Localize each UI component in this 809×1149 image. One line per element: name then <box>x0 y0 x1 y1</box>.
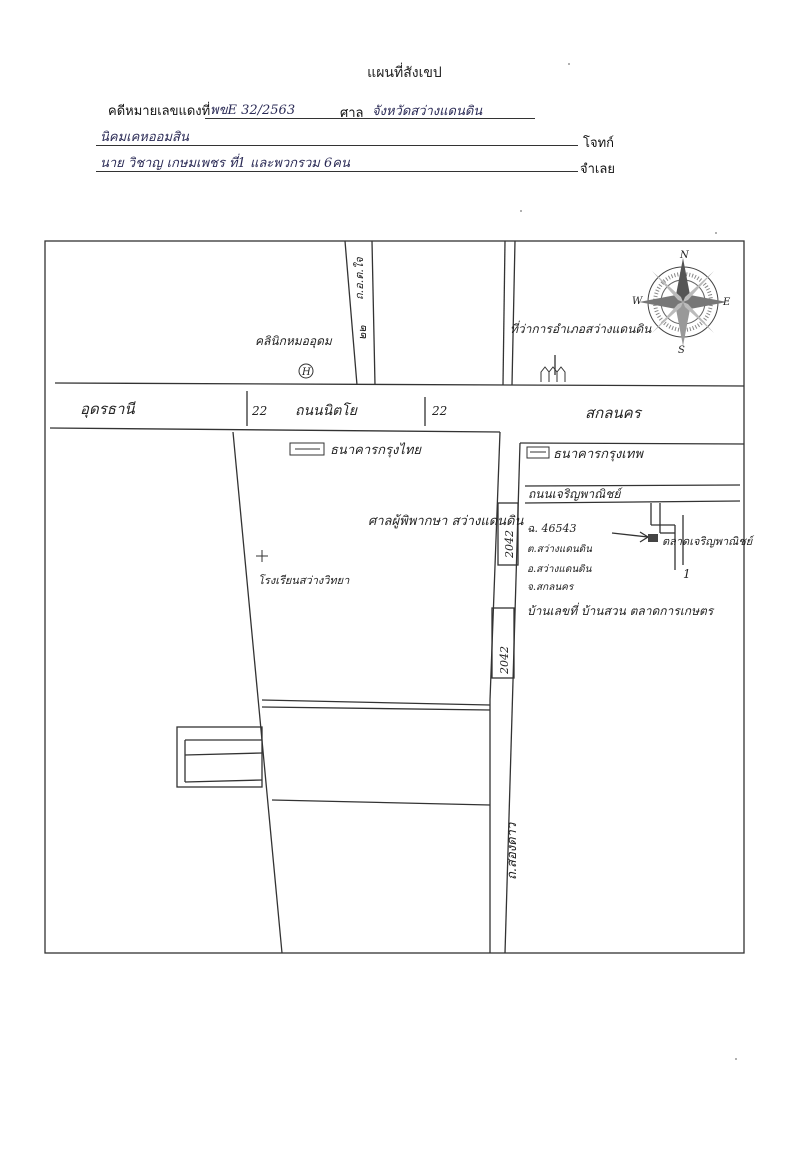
side-road-east-edge <box>371 240 376 386</box>
highway-number-east: 22 <box>431 404 447 418</box>
compass-north-label: N <box>679 250 690 261</box>
side-road-north-num: ๒๒ <box>356 325 369 340</box>
property-marker <box>648 534 658 542</box>
compass-rose-icon <box>639 258 727 346</box>
compass-south-label: S <box>678 345 685 356</box>
plaintiff-underline <box>96 145 578 146</box>
district-office-icon <box>540 366 566 382</box>
main-road-south-edge-west <box>49 427 501 433</box>
case-number-label: คดีหมายเลขแดงที่ <box>108 104 211 119</box>
hospital-label: คลินิกหมออุดม <box>255 334 333 349</box>
commerce-road-bottom <box>524 500 741 504</box>
main-road-south-edge-east <box>519 442 745 445</box>
side-road-west-edge <box>344 240 358 386</box>
case-number-value: พขE 32/2563 <box>210 103 296 118</box>
defendant-name: นาย วิชาญ เกษมเพชร ที่1 และพวกรวม 6คน <box>100 156 350 171</box>
compass-east-label: E <box>722 297 731 308</box>
route-2042b-label: 2042 <box>498 646 511 675</box>
case-underline <box>205 118 535 119</box>
bank1-label: ธนาคารกรุงไทย <box>330 442 422 458</box>
district-office-label: ที่ว่าการอำเภอสว่างแดนดิน <box>510 320 652 336</box>
commerce-road-top <box>524 484 741 487</box>
road-main-label: ถนนนิตโย <box>295 402 358 419</box>
svg-text:H: H <box>301 367 311 378</box>
west-road-left-edge <box>232 431 283 954</box>
land-deed-line1: ฉ. 46543 <box>527 522 576 535</box>
commerce-road-label: ถนนเจริญพาณิชย์ <box>528 487 623 501</box>
school-icon <box>256 550 268 562</box>
compass-west-label: W <box>632 296 643 307</box>
road-east-label: สกลนคร <box>585 404 643 422</box>
scan-speck <box>520 210 522 212</box>
bank2-icon <box>526 446 550 459</box>
highway-number-west: 22 <box>251 404 267 418</box>
scan-speck <box>568 63 570 65</box>
school-label: โรงเรียนสว่างวิทยา <box>258 574 350 587</box>
plaintiff-name: นิคมเคหออมสิน <box>100 130 189 145</box>
court-name-value: จังหวัดสว่างแดนดิน <box>372 104 483 119</box>
map-frame <box>44 240 745 954</box>
land-deed-line5: บ้านเลขที่ บ้านสวน ตลาดการเกษตร <box>527 602 715 618</box>
land-deed-line4: จ.สกลนคร <box>527 582 575 593</box>
plaintiff-role: โจทก์ <box>583 136 615 151</box>
bank1-icon <box>289 442 325 456</box>
property-number: 1 <box>683 567 691 581</box>
court-label-map: ศาลผู้พิพากษา สว่างแดนดิน <box>368 514 524 529</box>
road-bottom-label: ถ.สองดาว <box>505 822 520 880</box>
scan-speck <box>715 232 717 234</box>
road-west-label: อุดรธานี <box>80 400 136 418</box>
hospital-icon: H <box>298 363 314 379</box>
route-2042-label: 2042 <box>503 530 516 559</box>
land-deed-line3: อ.สว่างแดนดิน <box>527 563 593 575</box>
defendant-role: จำเลย <box>580 162 615 177</box>
page-title: แผนที่สังเขป <box>367 65 442 81</box>
bank2-label: ธนาคารกรุงเทพ <box>553 447 644 462</box>
land-deed-line2: ต.สว่างแดนดิน <box>527 543 593 555</box>
main-road-north-edge <box>54 382 745 387</box>
property-label: ตลาดเจริญพาณิชย์ <box>662 535 755 548</box>
court-label: ศาล <box>340 106 364 121</box>
scan-speck <box>735 1058 737 1060</box>
side-road-north-label: ถ.อ.ต.ใจ <box>353 257 366 300</box>
defendant-underline <box>96 171 578 172</box>
